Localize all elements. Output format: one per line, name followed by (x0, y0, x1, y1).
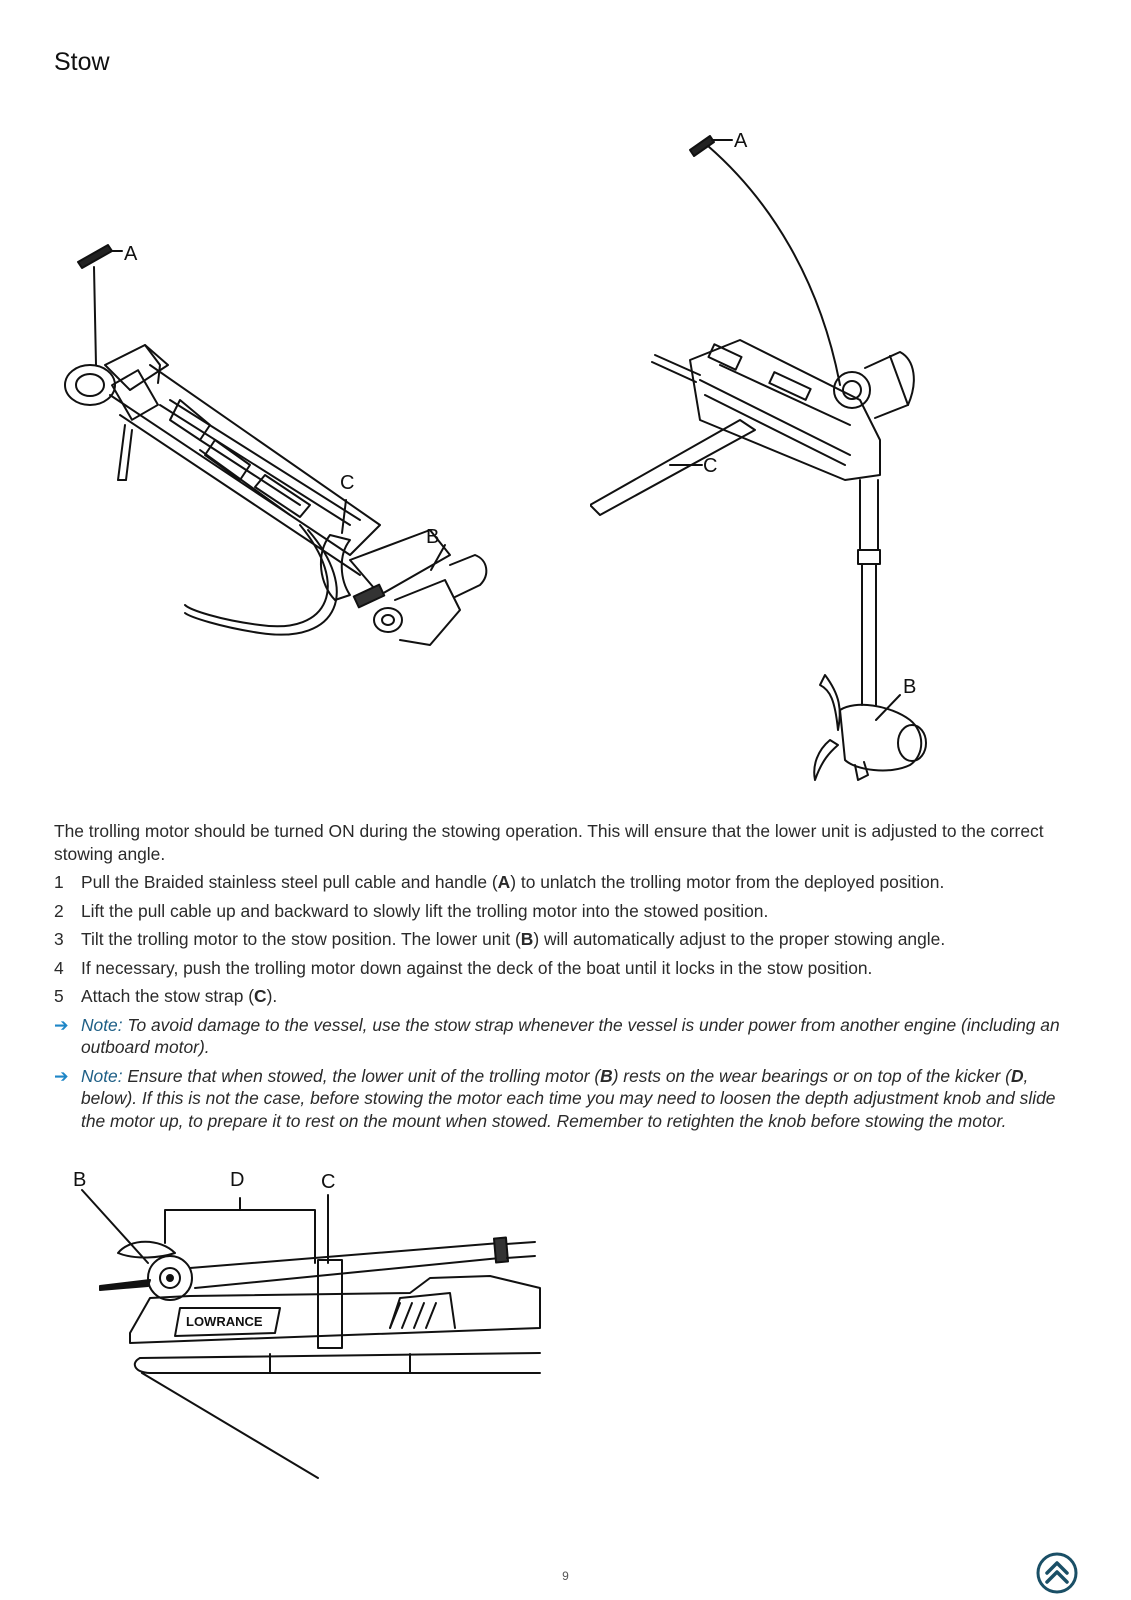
figure-stowed-motor: A C B (590, 120, 990, 800)
note-wear-bearings: ➔ Note: Ensure that when stowed, the low… (54, 1065, 1084, 1133)
label-c-left: C (340, 472, 354, 494)
label-d-bottom: D (230, 1169, 244, 1191)
brand-logo: LOWRANCE (186, 1314, 263, 1329)
figure-deployed-motor: A C B (50, 225, 510, 675)
arrow-right-icon: ➔ (54, 1014, 69, 1035)
step-number: 4 (54, 957, 64, 978)
page-title: Stow (54, 48, 110, 76)
step-text: Attach the stow strap (C). (81, 986, 278, 1006)
steps-list: 1 Pull the Braided stainless steel pull … (54, 871, 1084, 1008)
step-text: Lift the pull cable up and backward to s… (81, 900, 769, 921)
step-item: 1 Pull the Braided stainless steel pull … (54, 871, 1084, 894)
note-stow-strap: ➔ Note: To avoid damage to the vessel, u… (54, 1014, 1084, 1059)
page-number: 9 (562, 1569, 569, 1583)
intro-paragraph: The trolling motor should be turned ON d… (54, 821, 1044, 864)
label-a-left: A (124, 243, 138, 265)
stowed-mount-illustration: LOWRANCE B D C (73, 1169, 541, 1479)
note-text: Note: To avoid damage to the vessel, use… (81, 1014, 1060, 1058)
step-text: Pull the Braided stainless steel pull ca… (81, 872, 945, 892)
step-text: Tilt the trolling motor to the stow posi… (81, 929, 946, 949)
double-chevron-up-icon (1036, 1552, 1078, 1594)
step-item: 3 Tilt the trolling motor to the stow po… (54, 928, 1084, 951)
stowed-motor-illustration: A C B (590, 130, 927, 781)
arrow-right-icon: ➔ (54, 1065, 69, 1086)
step-number: 2 (54, 900, 64, 921)
step-item: 5 Attach the stow strap (C). (54, 985, 1084, 1008)
step-item: 2 Lift the pull cable up and backward to… (54, 900, 1084, 923)
step-number: 5 (54, 986, 64, 1006)
label-a-right: A (734, 130, 748, 152)
figure-stowed-on-mount: LOWRANCE B D C (70, 1168, 550, 1488)
step-text: If necessary, push the trolling motor do… (81, 957, 873, 978)
step-number: 3 (54, 929, 64, 949)
deployed-motor-illustration: A C B (64, 243, 488, 646)
label-c-right: C (703, 455, 717, 477)
label-b-left: B (426, 526, 439, 548)
label-b-right: B (903, 676, 916, 698)
step-item: 4 If necessary, push the trolling motor … (54, 957, 1084, 980)
step-number: 1 (54, 872, 64, 892)
label-c-bottom: C (321, 1171, 335, 1193)
label-b-bottom: B (73, 1169, 86, 1191)
back-to-top-button[interactable] (1035, 1551, 1079, 1595)
instructions-section: The trolling motor should be turned ON d… (54, 820, 1084, 1132)
note-text: Note: Ensure that when stowed, the lower… (81, 1065, 1056, 1131)
